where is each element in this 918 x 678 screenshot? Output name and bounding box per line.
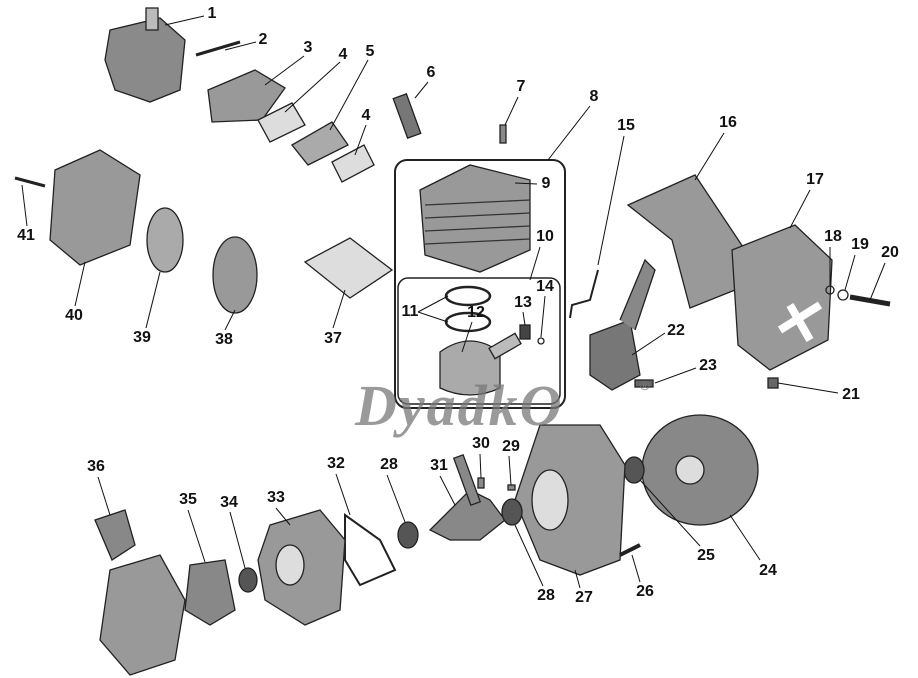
callout-30: 30 — [472, 435, 490, 452]
callout-11: 11 — [401, 303, 419, 320]
callout-14: 14 — [536, 278, 554, 295]
callout-10: 10 — [536, 228, 554, 245]
callout-29: 29 — [502, 438, 520, 455]
part-air-filter-cover — [49, 149, 141, 266]
part-base-gasket — [303, 237, 394, 299]
part-spark-plug — [392, 93, 422, 139]
callout-22: 22 — [667, 322, 685, 339]
leader-lines — [21, 15, 886, 589]
part-piston-ring-b — [444, 311, 492, 333]
part-piston-pin — [488, 332, 522, 360]
part-seal-34 — [238, 567, 258, 593]
part-key-29 — [507, 484, 516, 491]
callout-39: 39 — [133, 329, 151, 346]
callout-12: 12 — [467, 304, 485, 321]
part-oil-seal-25 — [623, 456, 645, 484]
callout-25: 25 — [697, 547, 715, 564]
callout-18: 18 — [824, 228, 842, 245]
callout-3: 3 — [303, 39, 313, 56]
part-bearing-28b — [501, 498, 523, 526]
watermark: DyadkO — [355, 373, 564, 438]
part-stud-26 — [619, 543, 641, 557]
callout-33: 33 — [267, 489, 285, 506]
callout-34: 34 — [220, 494, 238, 511]
part-flange-5 — [291, 121, 349, 166]
part-starter-plate — [212, 236, 258, 314]
callout-4: 4 — [338, 46, 348, 63]
part-washer-19 — [837, 289, 849, 301]
callout-13: 13 — [514, 294, 532, 311]
callout-9: 9 — [541, 175, 551, 192]
callout-37: 37 — [324, 330, 342, 347]
part-key-30 — [477, 477, 485, 489]
callout-38: 38 — [215, 331, 233, 348]
part-starter-handle — [94, 509, 136, 561]
part-needle-bearing — [519, 324, 531, 340]
part-connecting-rod — [452, 453, 482, 507]
part-ignition-coil — [589, 319, 641, 391]
part-screw-23 — [634, 379, 654, 388]
part-carburetor — [104, 17, 186, 103]
part-spark-boot — [619, 258, 656, 331]
callout-5: 5 — [365, 43, 375, 60]
callout-28: 28 — [537, 587, 555, 604]
part-starter-pulley — [184, 559, 236, 626]
part-wire — [569, 269, 599, 319]
callout-41: 41 — [17, 227, 35, 244]
callout-26: 26 — [636, 583, 654, 600]
callout-40: 40 — [65, 307, 83, 324]
part-piston — [439, 340, 501, 396]
part-screw-7 — [499, 124, 507, 144]
callout-21: 21 — [842, 386, 860, 403]
piston-kit-box — [397, 277, 561, 405]
part-recoil-starter — [99, 554, 186, 676]
part-air-filter — [146, 207, 184, 273]
part-bearing-28a — [397, 521, 419, 549]
callout-23: 23 — [699, 357, 717, 374]
part-piston-ring-a — [444, 285, 492, 307]
callout-15: 15 — [617, 117, 635, 134]
part-muffler — [731, 224, 833, 371]
callout-32: 32 — [327, 455, 345, 472]
callout-8: 8 — [589, 88, 599, 105]
part-screw-41 — [14, 176, 46, 188]
callout-36: 36 — [87, 458, 105, 475]
callout-27: 27 — [575, 589, 593, 606]
callout-28-second: 28 — [380, 456, 398, 473]
part-bolt-20 — [849, 294, 891, 307]
callout-7: 7 — [516, 78, 526, 95]
callout-35: 35 — [179, 491, 197, 508]
part-crankcase-gasket — [344, 513, 397, 587]
part-gasket-4b — [331, 144, 375, 183]
part-screw-21 — [767, 377, 779, 389]
callout-16: 16 — [719, 114, 737, 131]
part-intake-spacer — [207, 69, 286, 123]
callout-17: 17 — [806, 171, 824, 188]
callout-1: 1 — [207, 5, 217, 22]
part-gasket-4a — [257, 102, 306, 143]
part-bolt-2 — [195, 40, 241, 57]
callout-20: 20 — [881, 244, 899, 261]
callout-4-second: 4 — [361, 107, 371, 124]
registered-mark: ® — [640, 378, 650, 393]
part-cylinder — [419, 164, 531, 273]
callout-6: 6 — [426, 64, 436, 81]
callout-24: 24 — [759, 562, 777, 579]
callout-19: 19 — [851, 236, 869, 253]
part-circlip — [537, 337, 545, 345]
callout-2: 2 — [258, 31, 268, 48]
callout-31: 31 — [430, 457, 448, 474]
